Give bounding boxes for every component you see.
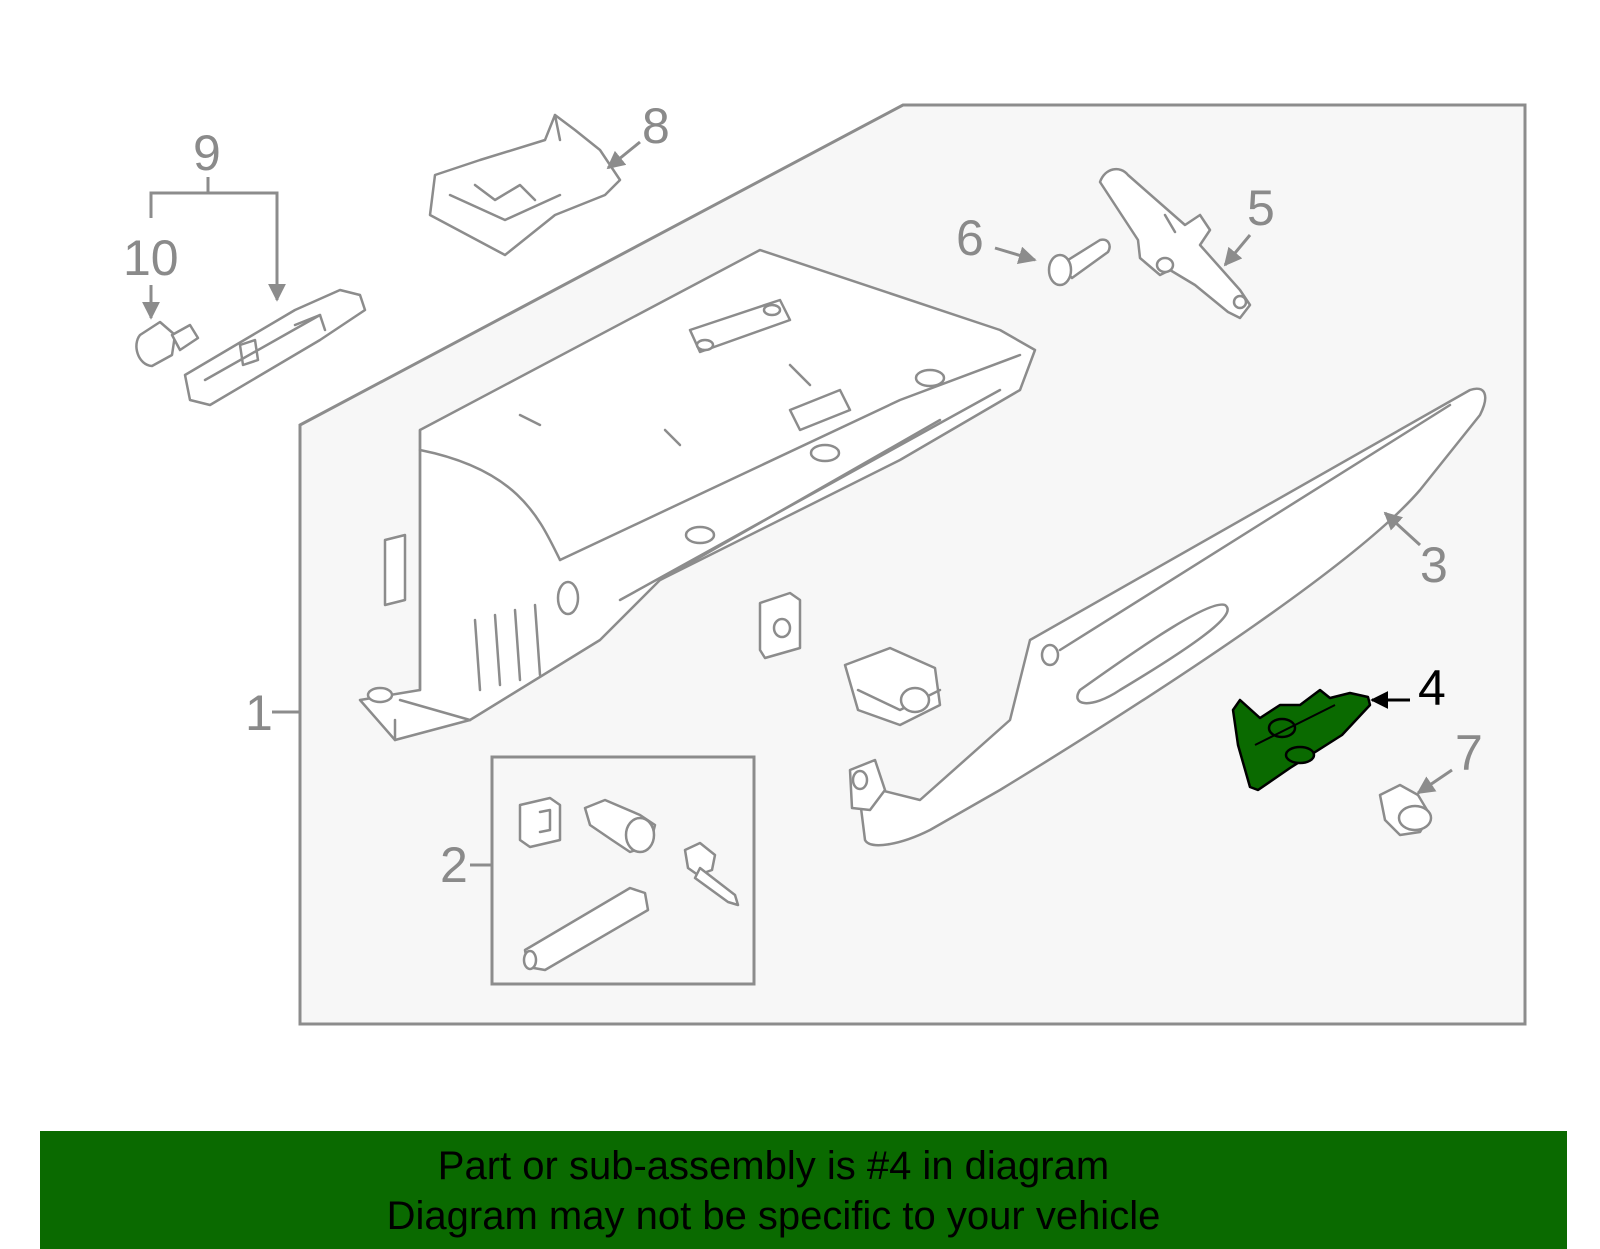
glove-box-bin-part	[358, 248, 1037, 742]
callout-10: 10	[123, 230, 179, 286]
glove-box-door-part	[848, 387, 1487, 847]
callout-3: 3	[1420, 537, 1448, 593]
lamp-assembly-part	[183, 288, 367, 407]
leader-3	[1383, 511, 1422, 547]
callout-7: 7	[1455, 725, 1483, 781]
screw-part	[1047, 238, 1111, 287]
callout-9: 9	[193, 125, 221, 181]
leader-7	[1416, 768, 1453, 795]
hardware-kit-part	[490, 755, 756, 986]
callout-5: 5	[1247, 180, 1275, 236]
bumper-part	[1378, 783, 1433, 837]
hinge-arm-part	[1098, 167, 1252, 320]
part-info-banner: Part or sub-assembly is #4 in diagram Di…	[40, 1131, 1567, 1249]
callout-6: 6	[956, 210, 984, 266]
banner-line-1: Part or sub-assembly is #4 in diagram	[437, 1144, 1110, 1188]
latch-striker	[843, 646, 942, 727]
leader-9	[149, 191, 286, 302]
lamp-bracket-part	[428, 113, 622, 257]
leader-5	[1223, 234, 1252, 267]
latch-handle-highlighted-part	[1231, 688, 1372, 792]
bulb-part	[135, 320, 200, 368]
callout-1: 1	[245, 685, 273, 741]
callout-8: 8	[642, 98, 670, 154]
banner-line-2: Diagram may not be specific to your vehi…	[386, 1194, 1161, 1238]
callout-2: 2	[440, 837, 468, 893]
leader-8	[606, 140, 641, 170]
callout-4: 4	[1418, 660, 1446, 716]
retainer-clip	[758, 591, 802, 660]
leader-6	[994, 246, 1037, 264]
